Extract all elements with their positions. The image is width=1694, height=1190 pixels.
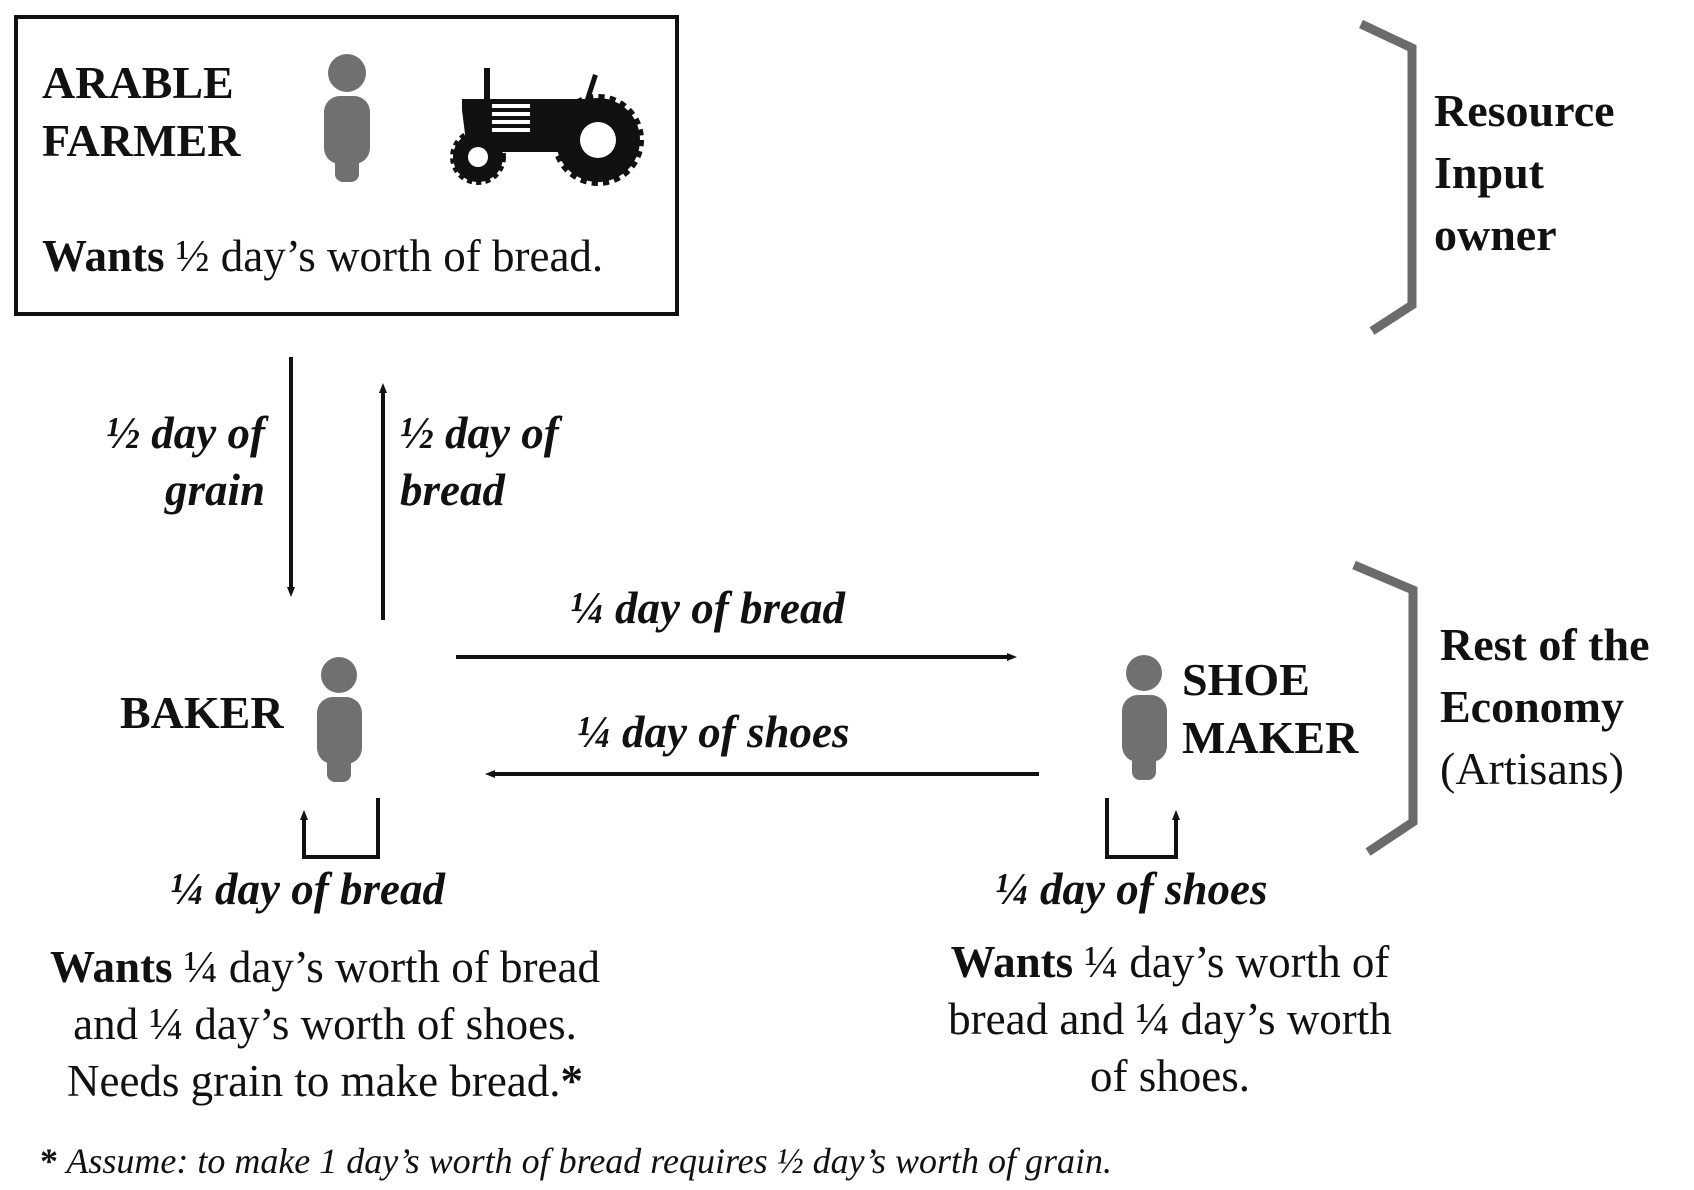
farmer-wants: Wants ½ day’s worth of bread. (42, 231, 604, 281)
shoemaker-self-flow-label: ¼ day of shoes (995, 864, 1268, 914)
group-rest-label: Rest of the Economy (Artisans) (1440, 619, 1650, 794)
baker-self-flow-label: ¼ day of bread (170, 864, 445, 914)
flow-grain-label: ½ day of grain (106, 408, 265, 515)
flow-bread-up-label: ½ day of bread (400, 408, 559, 515)
farmer-name: ARABLE FARMER (42, 57, 241, 166)
bracket-rest (1352, 560, 1418, 856)
baker-self-loop-arrow (300, 798, 380, 859)
shoemaker-wants: Wants ¼ day’s worth of bread and ¼ day’s… (948, 937, 1392, 1101)
baker-name: BAKER (120, 687, 284, 738)
farmer-person-icon (324, 54, 370, 182)
farmer-box (14, 15, 679, 316)
baker-wants: Wants ¼ day’s worth of bread and ¼ day’s… (50, 942, 600, 1106)
footnote: * Assume: to make 1 day’s worth of bread… (40, 1141, 1112, 1181)
shoemaker-name: SHOE MAKER (1182, 654, 1359, 763)
baker-person-icon (317, 657, 362, 782)
flow-bread-right-label: ¼ day of bread (570, 583, 845, 633)
shoemaker-self-loop-arrow (1105, 798, 1180, 859)
bracket-resource (1359, 19, 1417, 335)
shoemaker-person-icon (1122, 655, 1167, 780)
flow-shoes-left-label: ¼ day of shoes (577, 707, 850, 757)
tractor-icon (450, 68, 644, 186)
group-resource-label: Resource Input owner (1434, 85, 1615, 260)
